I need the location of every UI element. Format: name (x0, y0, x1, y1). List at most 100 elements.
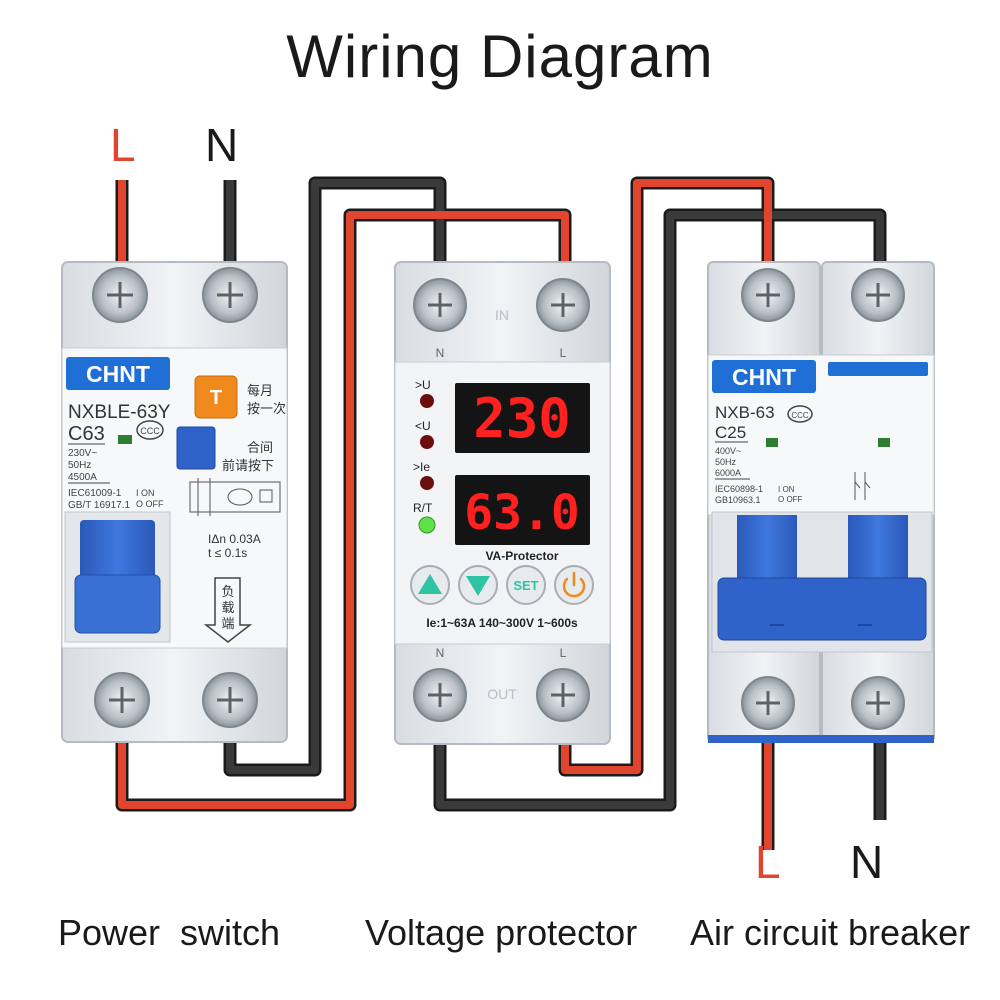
screw-icon (536, 668, 590, 722)
air-breaker-caption: Air circuit breaker (690, 912, 971, 953)
voltage-protector-caption: Voltage protector (365, 912, 638, 953)
screw-icon (413, 668, 467, 722)
on-label: I ON (136, 488, 155, 498)
indicator-led-icon (420, 435, 434, 449)
indicator-led-icon (420, 476, 434, 490)
set-button-label: SET (513, 578, 538, 593)
down-arrow-icon (466, 576, 490, 596)
screw-icon (851, 268, 905, 322)
note-text: 每月 (247, 383, 273, 398)
screw-icon (536, 278, 590, 332)
neutral-wires (226, 179, 884, 820)
spec-line: 6000A (715, 468, 741, 478)
standard-label: IEC60898-1 (715, 484, 763, 494)
spec-line: 4500A (68, 472, 97, 483)
svg-text:载: 载 (221, 600, 234, 615)
down-button[interactable] (458, 565, 498, 605)
input-neutral-label: N (205, 119, 239, 171)
terminal-label: L (560, 646, 567, 660)
page-title: Wiring Diagram (286, 23, 714, 90)
reset-button[interactable] (176, 426, 216, 470)
brand-badge (712, 360, 816, 393)
current-display (455, 475, 590, 545)
svg-text:CCC: CCC (140, 426, 160, 436)
spec-label: Ie:1~63A 140~300V 1~600s (426, 616, 578, 630)
rating-label: C63 (68, 423, 105, 445)
power-button[interactable] (554, 565, 594, 605)
power-icon (562, 571, 586, 598)
status-led-icon (878, 438, 890, 447)
set-button[interactable]: SET (506, 565, 546, 605)
test-button-label: T (210, 387, 222, 409)
status-led-icon (118, 435, 132, 444)
terminal-label: N (436, 346, 445, 360)
ccc-cert-icon: CCC (787, 405, 813, 423)
wires (115, 176, 887, 850)
power-switch-handle[interactable] (74, 520, 161, 634)
standard-label: GB10963.1 (715, 495, 761, 505)
off-label: O OFF (136, 499, 164, 509)
model-label: NXB-63 (715, 403, 775, 422)
standard-label: IEC61009-1 (68, 488, 122, 499)
svg-text:负: 负 (221, 584, 234, 599)
svg-text:CCC: CCC (791, 411, 809, 420)
indicator-label: R/T (413, 501, 433, 515)
input-live-label: L (110, 119, 136, 171)
standard-label: GB/T 16917.1 (68, 500, 131, 511)
live-wires (118, 179, 772, 850)
voltage-display-value: 230 (473, 387, 571, 450)
air-breaker-device: CHNT NXB-63 CCC C25 400V~ 50Hz 6000A IEC… (707, 261, 935, 743)
screw-icon (741, 676, 795, 730)
breaker-handle[interactable] (717, 515, 927, 641)
current-display-value: 63.0 (464, 485, 580, 541)
out-label: OUT (487, 686, 517, 702)
power-switch-device: CHNT NXBLE-63Y C63 230V~ 50Hz 4500A IEC6… (61, 261, 288, 743)
on-label: I ON (778, 485, 795, 494)
indicator-label: >Ie (413, 460, 430, 474)
output-live-label: L (755, 836, 781, 888)
spec-line: 230V~ (68, 448, 97, 459)
screw-icon (94, 672, 150, 728)
indicator-label: >U (415, 378, 431, 392)
output-neutral-label: N (850, 836, 884, 888)
screw-icon (92, 267, 148, 323)
test-button[interactable] (194, 375, 238, 419)
screw-icon (851, 676, 905, 730)
indicator-label: <U (415, 419, 431, 433)
circuit-schematic-icon (189, 478, 281, 516)
power-switch-caption: Power switch (58, 912, 281, 953)
up-button[interactable] (410, 565, 450, 605)
screw-icon (202, 267, 258, 323)
status-led-icon (766, 438, 778, 447)
run-led-icon (418, 516, 436, 534)
brand-logo: CHNT (732, 364, 796, 390)
up-arrow-icon (418, 574, 442, 594)
spec-line: 50Hz (715, 457, 737, 467)
indicator-led-icon (420, 394, 434, 408)
pole-symbol-icon (854, 472, 871, 500)
spec-line: 50Hz (68, 460, 91, 471)
off-label: O OFF (778, 495, 803, 504)
screw-icon (413, 278, 467, 332)
svg-text:端: 端 (221, 616, 234, 631)
model-label: NXBLE-63Y (68, 402, 171, 423)
brand-badge (66, 357, 170, 390)
blue-strip (828, 362, 928, 376)
spec-line: 400V~ (715, 446, 741, 456)
device-name: VA-Protector (485, 549, 558, 563)
terminal-label: N (436, 646, 445, 660)
voltage-protector-device: IN N L >U <U >Ie R/T 230 63.0 VA-Protect… (394, 261, 611, 745)
ccc-cert-icon: CCC (136, 420, 164, 440)
screw-icon (741, 268, 795, 322)
note-text: 按一次 (247, 401, 286, 416)
note-text: 前请按下 (222, 458, 274, 473)
brand-logo: CHNT (86, 361, 150, 387)
screw-icon (202, 672, 258, 728)
note-text: 合间 (247, 440, 273, 455)
sensitivity-label: IΔn 0.03A (208, 532, 261, 546)
voltage-display (455, 383, 590, 453)
sensitivity-label: t ≤ 0.1s (208, 546, 247, 560)
rating-label: C25 (715, 423, 746, 442)
